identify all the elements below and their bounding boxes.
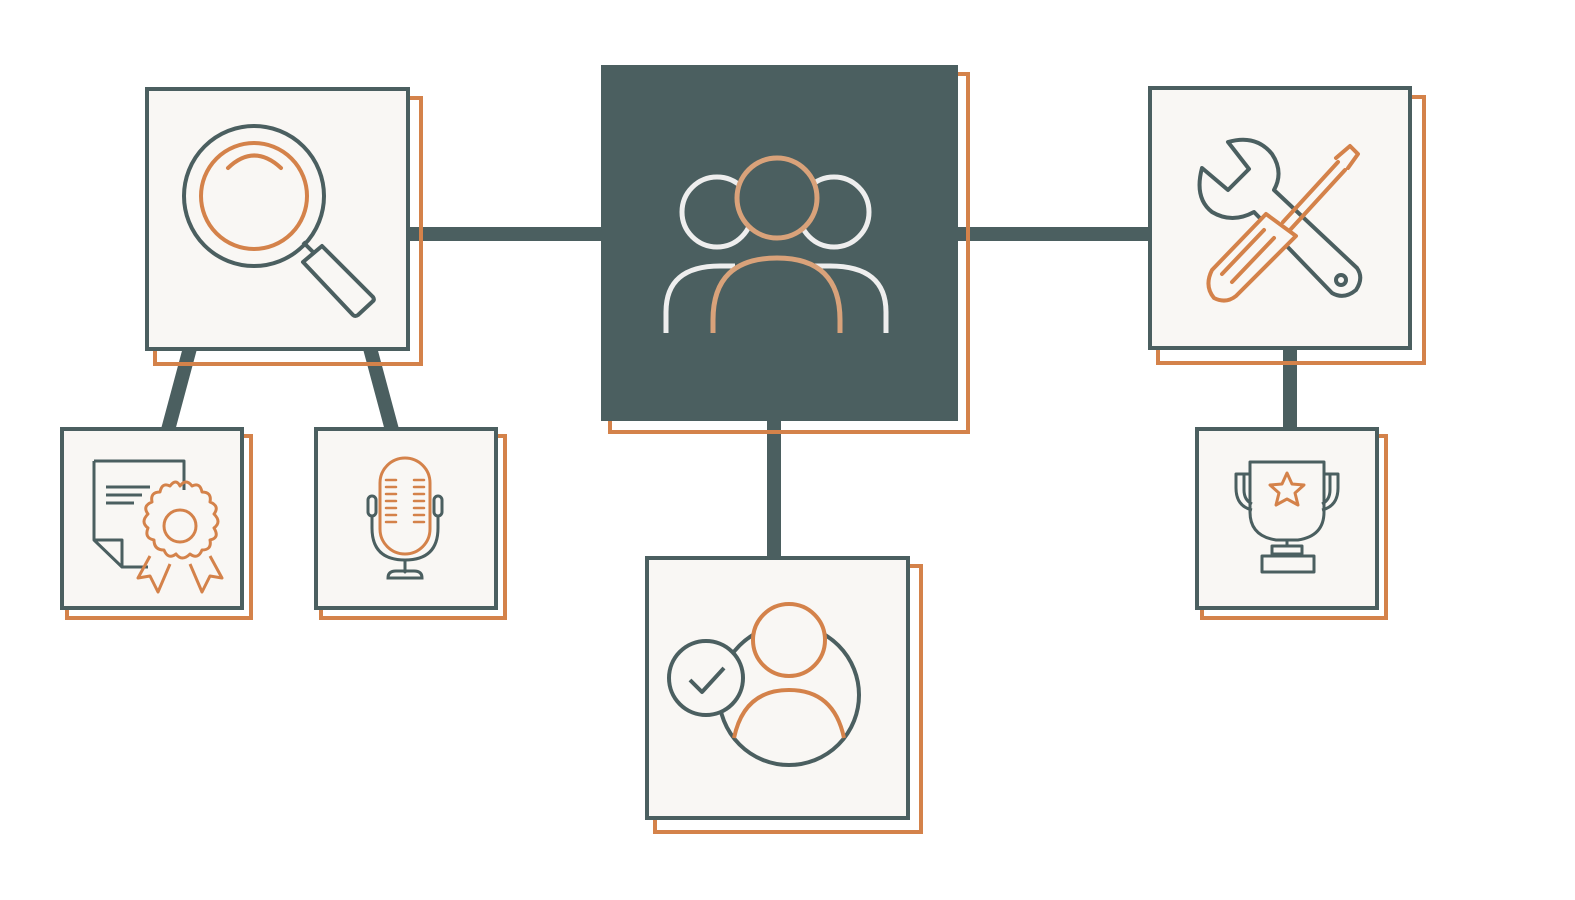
verified-user-icon bbox=[667, 602, 861, 767]
achievement-card bbox=[1195, 427, 1379, 610]
certification-node bbox=[60, 427, 253, 620]
hub-node bbox=[601, 65, 970, 434]
tools-node bbox=[1148, 86, 1426, 365]
trophy-icon bbox=[1234, 460, 1340, 574]
wrench-screwdriver-icon bbox=[1197, 137, 1363, 303]
broadcast-node bbox=[314, 427, 507, 620]
magnifying-glass-icon bbox=[182, 124, 376, 318]
research-card bbox=[145, 87, 410, 351]
tools-card bbox=[1148, 86, 1412, 350]
verified-member-node bbox=[645, 556, 923, 834]
connector-research-certification bbox=[161, 346, 197, 432]
research-node bbox=[145, 87, 423, 366]
certificate-award-icon bbox=[92, 459, 224, 594]
team-group-icon bbox=[663, 155, 889, 333]
achievement-node bbox=[1195, 427, 1388, 620]
hub-card bbox=[601, 65, 958, 421]
microphone-icon bbox=[366, 456, 444, 580]
broadcast-card bbox=[314, 427, 498, 610]
connector-research-broadcast bbox=[363, 346, 399, 432]
